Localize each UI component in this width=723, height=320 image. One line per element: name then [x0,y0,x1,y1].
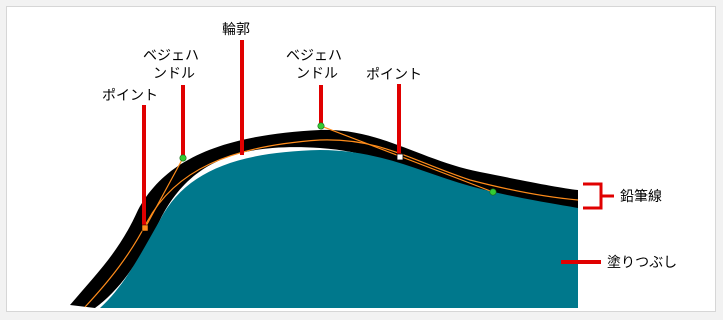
bezier-handle-node-right-end [489,188,497,196]
label-point-left: ポイント [102,88,158,104]
label-point-right: ポイント [366,67,422,83]
leader-point-right [397,84,401,156]
label-bezier-right-line2: ンドル [296,66,338,82]
leader-outline [240,40,244,155]
label-pencil-line: 鉛筆線 [620,189,662,205]
point-node-left [141,224,149,232]
label-bezier-right-line1: ベジェハ [286,48,342,64]
outline-curve [84,139,579,308]
label-bezier-left-line1: ベジェハ [143,48,199,64]
bezier-handle-line-right [320,125,494,193]
bezier-handle-node-left [179,154,187,162]
fill-area [100,150,578,308]
leader-fill [561,260,601,264]
bezier-handle-line-left [144,157,184,229]
point-node-right [396,153,404,161]
label-fill: 塗りつぶし [607,254,677,271]
label-bezier-left-line2: ンドル [153,66,195,82]
leader-bezier-left [181,85,185,155]
pencil-line-band [70,129,578,308]
label-outline: 輪郭 [222,21,250,38]
leader-bezier-right [319,85,323,123]
pencil-line-bracket [583,182,614,210]
leader-point-left [142,105,146,225]
bezier-handle-node-right-top [317,122,325,130]
